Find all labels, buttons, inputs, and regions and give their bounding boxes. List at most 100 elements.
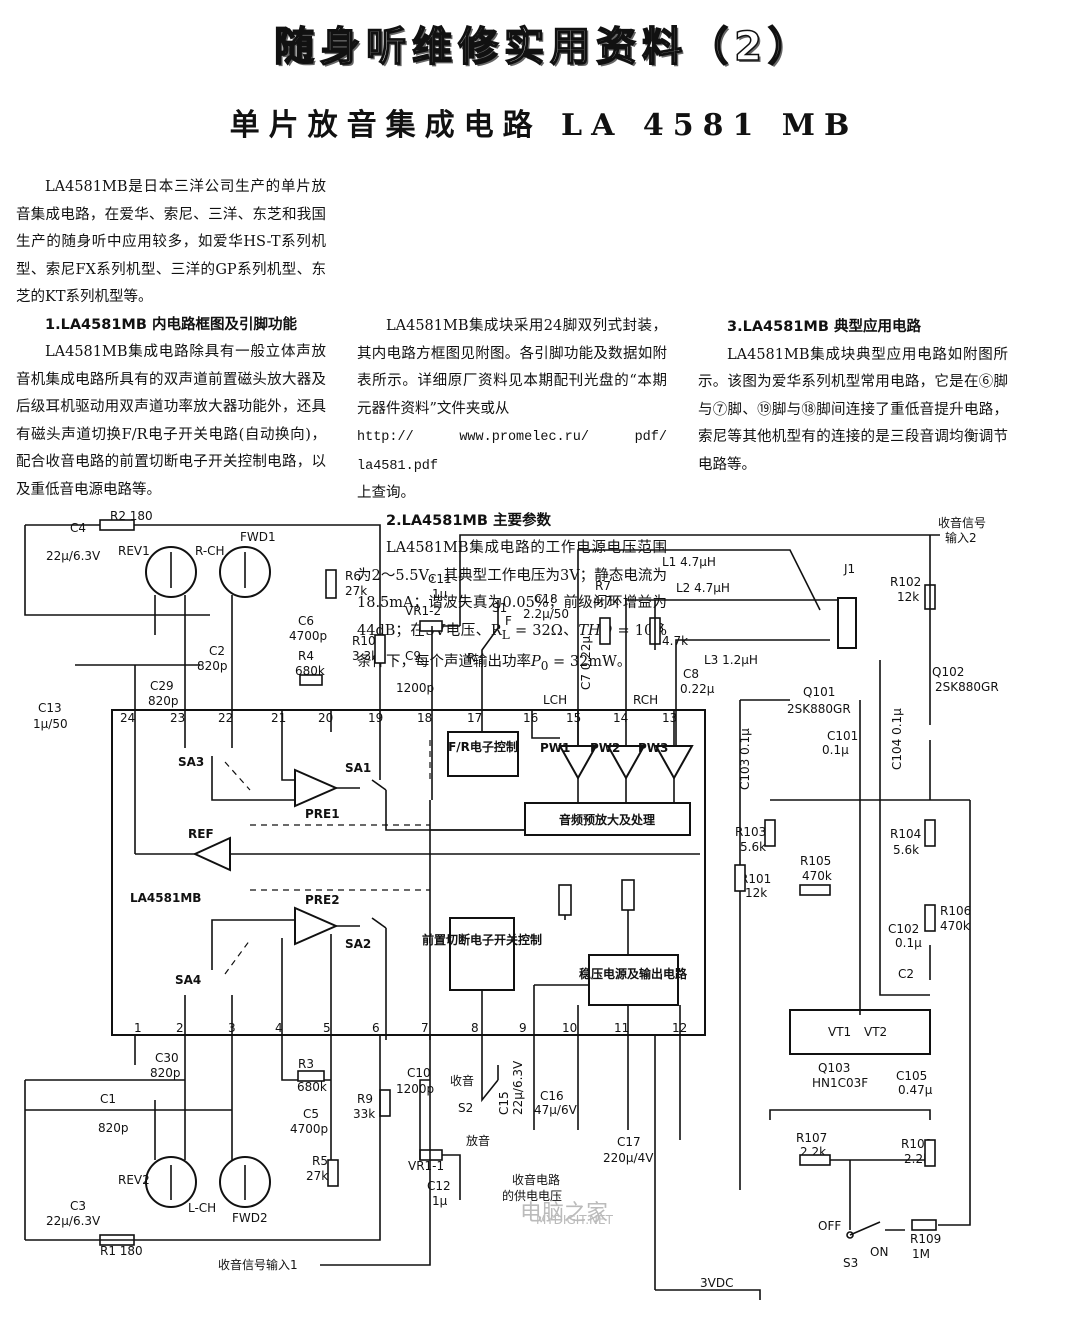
- s2-label: S2: [458, 1101, 473, 1115]
- c105-value: 0.47μ: [898, 1083, 933, 1097]
- section-heading: 3.LA4581MB 典型应用电路: [727, 319, 921, 335]
- r109-resistor: [911, 1219, 937, 1231]
- c105-label: C105: [896, 1069, 927, 1083]
- c8-value: 0.22μ: [680, 682, 715, 696]
- wire: [184, 710, 525, 831]
- r109-value: 1M: [912, 1247, 930, 1261]
- audio-preamp-block: [524, 802, 691, 836]
- c2b-label: C2: [898, 967, 914, 981]
- c8-label: C8: [683, 667, 699, 681]
- section-heading: 1.LA4581MB 内电路框图及引脚功能: [45, 316, 297, 333]
- s2-switch[interactable]: [481, 1035, 499, 1103]
- pw1-label: PW1: [540, 741, 570, 755]
- r8-value: 4.7k: [662, 634, 688, 648]
- wire: [429, 778, 675, 1040]
- r102-value: 12k: [897, 590, 919, 604]
- r5-value: 27k: [306, 1169, 328, 1183]
- c17-label: C17: [617, 1135, 641, 1149]
- pre2-label: PRE2: [305, 893, 340, 907]
- circuit-schematic: LA4581MB 24 23 22 21 20 19 18 17 16 15 1…: [24, 509, 999, 1300]
- cutoff-control-block: [449, 917, 515, 991]
- paragraph-text: 上查询。: [357, 485, 415, 501]
- s1-switch[interactable]: [481, 600, 499, 710]
- page-title: 随身听维修实用资料（2）: [273, 23, 814, 71]
- paragraph-text: = 32Ω、: [509, 622, 579, 639]
- r105-value: 470k: [802, 869, 832, 883]
- pin-11: 11: [614, 1021, 629, 1035]
- c6-value: 4700p: [289, 629, 327, 643]
- q101-value: 2SK880GR: [787, 702, 851, 716]
- sa2-label: SA2: [345, 937, 371, 951]
- wire: [24, 524, 381, 710]
- l3-label: L3 1.2μH: [704, 653, 758, 667]
- c13-value: 1μ/50: [33, 717, 68, 731]
- vr12-label: VR1-2: [405, 604, 441, 618]
- cutoff-control-label: 前置切断电子开关控制: [422, 932, 542, 947]
- pin-21: 21: [271, 711, 286, 725]
- pin-8: 8: [471, 1021, 479, 1035]
- lch-label: LCH: [543, 693, 567, 707]
- pin-19: 19: [368, 711, 383, 725]
- c11-value: 1μ: [432, 587, 448, 601]
- rev2-label: REV2: [118, 1173, 150, 1187]
- r9-label: R9: [357, 1092, 373, 1106]
- c18-label: C18: [534, 592, 558, 606]
- r7-label: R7: [595, 579, 611, 593]
- vt1-label: VT1: [828, 1025, 851, 1039]
- pin-14: 14: [613, 711, 628, 725]
- c2-value: 820p: [197, 659, 228, 673]
- pin-13: 13: [662, 711, 677, 725]
- pin-10: 10: [562, 1021, 577, 1035]
- r6-label: R6: [345, 569, 361, 583]
- pin-7: 7: [421, 1021, 429, 1035]
- c9-value: 1200p: [396, 681, 434, 695]
- pre1-label: PRE1: [305, 807, 340, 821]
- c5-value: 4700p: [290, 1122, 328, 1136]
- c10-label: C10: [407, 1066, 431, 1080]
- q103-label: Q103: [818, 1061, 850, 1075]
- wire: [431, 534, 940, 710]
- italic-text: P: [531, 653, 541, 670]
- wire: [134, 710, 700, 855]
- off-label: OFF: [818, 1219, 841, 1233]
- watermark: 电脑之家: [520, 1201, 608, 1226]
- c3-label: C3: [70, 1199, 86, 1213]
- internal-resistor: [558, 884, 572, 916]
- r106-value: 470k: [940, 919, 970, 933]
- c102-label: C102: [888, 922, 919, 936]
- rev1-label: REV1: [118, 544, 150, 558]
- c4-value: 22μ/6.3V: [46, 549, 101, 563]
- s1-f-label: F: [505, 614, 512, 628]
- pin-24: 24: [120, 711, 135, 725]
- r6-resistor: [325, 569, 337, 599]
- c29-value: 820p: [148, 694, 179, 708]
- wire: [577, 549, 840, 746]
- r5-label: R5: [312, 1154, 328, 1168]
- s3-switch[interactable]: [846, 1231, 854, 1239]
- head-arrow: [170, 1165, 246, 1200]
- internal-resistor: [621, 879, 635, 911]
- pin-9: 9: [519, 1021, 527, 1035]
- regulator-block: [588, 954, 679, 1006]
- paragraph-text: = 32mW。: [548, 653, 632, 670]
- c1-value: 820p: [98, 1121, 129, 1135]
- pin-15: 15: [566, 711, 581, 725]
- r102-label: R102: [890, 575, 921, 589]
- wire: [184, 934, 332, 1035]
- vr11-label: VR1-1: [408, 1159, 444, 1173]
- subscript: 0: [540, 658, 549, 673]
- r105-resistor: [799, 884, 831, 896]
- r5-resistor: [327, 1159, 339, 1187]
- paragraph: LA4581MB集成块采用24脚双列式封装，其内电路方框图见附图。各引脚功能及数…: [357, 313, 667, 508]
- r6-value: 27k: [345, 584, 367, 598]
- paragraph-text: LA4581MB集成电路的工作电源电压范围为2～5.5V，其典型工作电压为3V；…: [357, 540, 667, 639]
- r104-label: R104: [890, 827, 921, 841]
- pin-1: 1: [134, 1021, 142, 1035]
- radio-in2-label-b: 输入2: [945, 530, 977, 545]
- r4-label: R4: [298, 649, 314, 663]
- r105-label: R105: [800, 854, 831, 868]
- j1-label: J1: [843, 562, 855, 576]
- c1-label: C1: [100, 1092, 116, 1106]
- r2-resistor: [99, 519, 135, 531]
- c12-label: C12: [427, 1179, 451, 1193]
